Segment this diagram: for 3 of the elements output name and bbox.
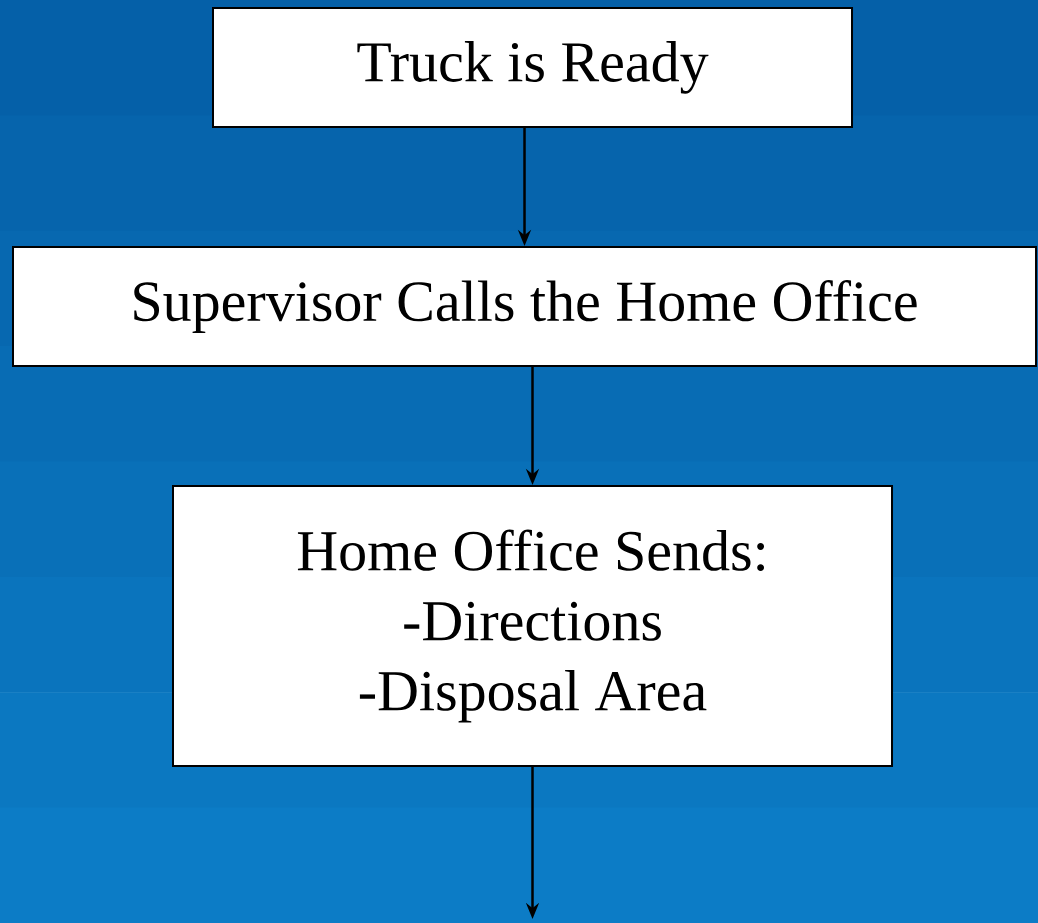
process-box: Truck is Ready bbox=[212, 7, 853, 128]
process-box: Home Office Sends: -Directions -Disposal Area bbox=[172, 485, 893, 767]
process-box: Supervisor Calls the Home Office bbox=[12, 246, 1037, 367]
